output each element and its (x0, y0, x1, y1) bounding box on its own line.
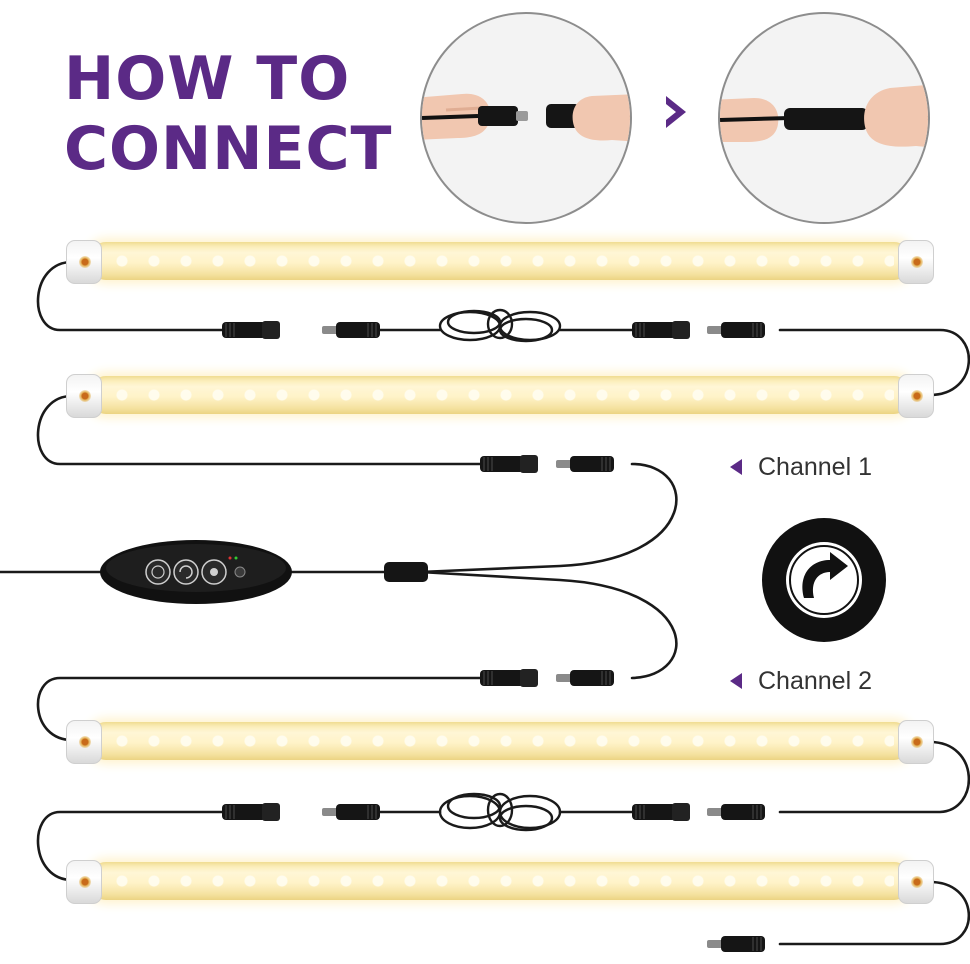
rotate-clockwise-arrow-icon (762, 518, 886, 642)
channel-1-text: Channel 1 (758, 452, 872, 481)
cable-bar3-left (36, 676, 482, 742)
light-bar (66, 720, 934, 764)
cable-bar1-right (778, 328, 970, 397)
cable-channel2 (418, 570, 678, 680)
connector-male (555, 669, 615, 687)
connector-male (321, 321, 381, 339)
channel-2-text: Channel 2 (758, 666, 872, 695)
cable-bar3-right (778, 740, 970, 814)
connector-female (221, 320, 281, 340)
power-timer-icon (145, 559, 171, 585)
connector-female (479, 668, 539, 688)
cable-bar4-right (778, 880, 970, 946)
coiled-cable-1 (438, 308, 562, 343)
connector-female (631, 802, 691, 822)
coiled-cable-2 (438, 792, 562, 832)
title-line-1: HOW TO (64, 44, 351, 114)
chevron-right-icon (666, 96, 686, 128)
light-bar (66, 374, 934, 418)
pointer-left-icon (730, 459, 742, 475)
controller-remote (100, 540, 292, 604)
light-bar (66, 240, 934, 284)
status-led (234, 566, 246, 578)
dimmer-icon (201, 559, 227, 585)
page-title: HOW TO CONNECT (64, 44, 392, 184)
connector-male (321, 803, 381, 821)
connector-female (221, 802, 281, 822)
title-line-2: CONNECT (64, 114, 393, 184)
cable-bar4-left (36, 810, 224, 882)
step-connected-image (718, 12, 930, 224)
connector-female (631, 320, 691, 340)
mode-icon (173, 559, 199, 585)
light-bar (66, 860, 934, 904)
connector-female (479, 454, 539, 474)
channel-1-label: Channel 1 (730, 450, 872, 484)
cable-channel1 (418, 462, 678, 574)
connector-male (706, 803, 766, 821)
cable-splitter (384, 562, 428, 582)
channel-2-label: Channel 2 (730, 664, 872, 698)
connector-male (706, 935, 766, 953)
connector-male (706, 321, 766, 339)
connector-male (555, 455, 615, 473)
cable-bar2-left (36, 394, 482, 466)
step-disconnected-image (420, 12, 632, 224)
cable-bar1-left (36, 260, 224, 332)
pointer-left-icon (730, 673, 742, 689)
